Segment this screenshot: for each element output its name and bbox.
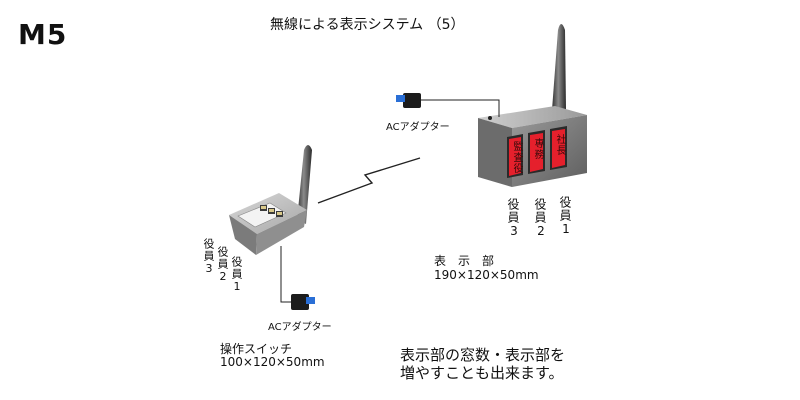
display-window-text-2: 専務 — [532, 138, 543, 160]
display-antenna-icon — [552, 24, 566, 110]
display-window-2 — [528, 130, 545, 174]
switch-caption-title: 操作スイッチ — [220, 342, 293, 356]
display-adapter-cable — [421, 99, 500, 117]
display-label-1: 役員 1 — [558, 196, 572, 236]
wireless-lightning-bolt-icon — [317, 157, 421, 204]
switch-adapter-cable — [280, 246, 293, 303]
note-line-2: 増やすことも出来ます。 — [400, 364, 564, 382]
display-label-2: 役員 2 — [533, 198, 547, 238]
switch-label-2: 役員 2 — [216, 246, 229, 283]
switch-caption-size: 100×120×50mm — [220, 355, 325, 369]
display-label-3: 役員 3 — [506, 198, 520, 238]
display-caption-title: 表 示 部 — [434, 254, 495, 268]
display-window-text-1: 監査役 — [511, 141, 522, 174]
note-text: 表示部の窓数・表示部を 増やすことも出来ます。 — [400, 346, 565, 382]
display-window-text-3: 社長 — [554, 134, 565, 156]
switch-unit — [229, 193, 307, 255]
display-window-3 — [550, 126, 567, 170]
switch-antenna-icon — [297, 145, 312, 224]
display-adapter-label: ACアダプター — [386, 122, 450, 133]
page-title: 無線による表示システム （5） — [270, 17, 465, 33]
switch-label-1: 役員 1 — [230, 256, 243, 293]
switch-adapter-label: ACアダプター — [268, 322, 332, 333]
display-caption-size: 190×120×50mm — [434, 268, 539, 282]
switch-label-3: 役員 3 — [202, 238, 215, 275]
display-ac-adapter-icon — [396, 93, 421, 108]
switch-ac-adapter-icon — [291, 294, 315, 310]
note-line-1: 表示部の窓数・表示部を — [400, 346, 566, 364]
display-window-1 — [507, 134, 523, 178]
figure-code: M5 — [18, 18, 68, 51]
